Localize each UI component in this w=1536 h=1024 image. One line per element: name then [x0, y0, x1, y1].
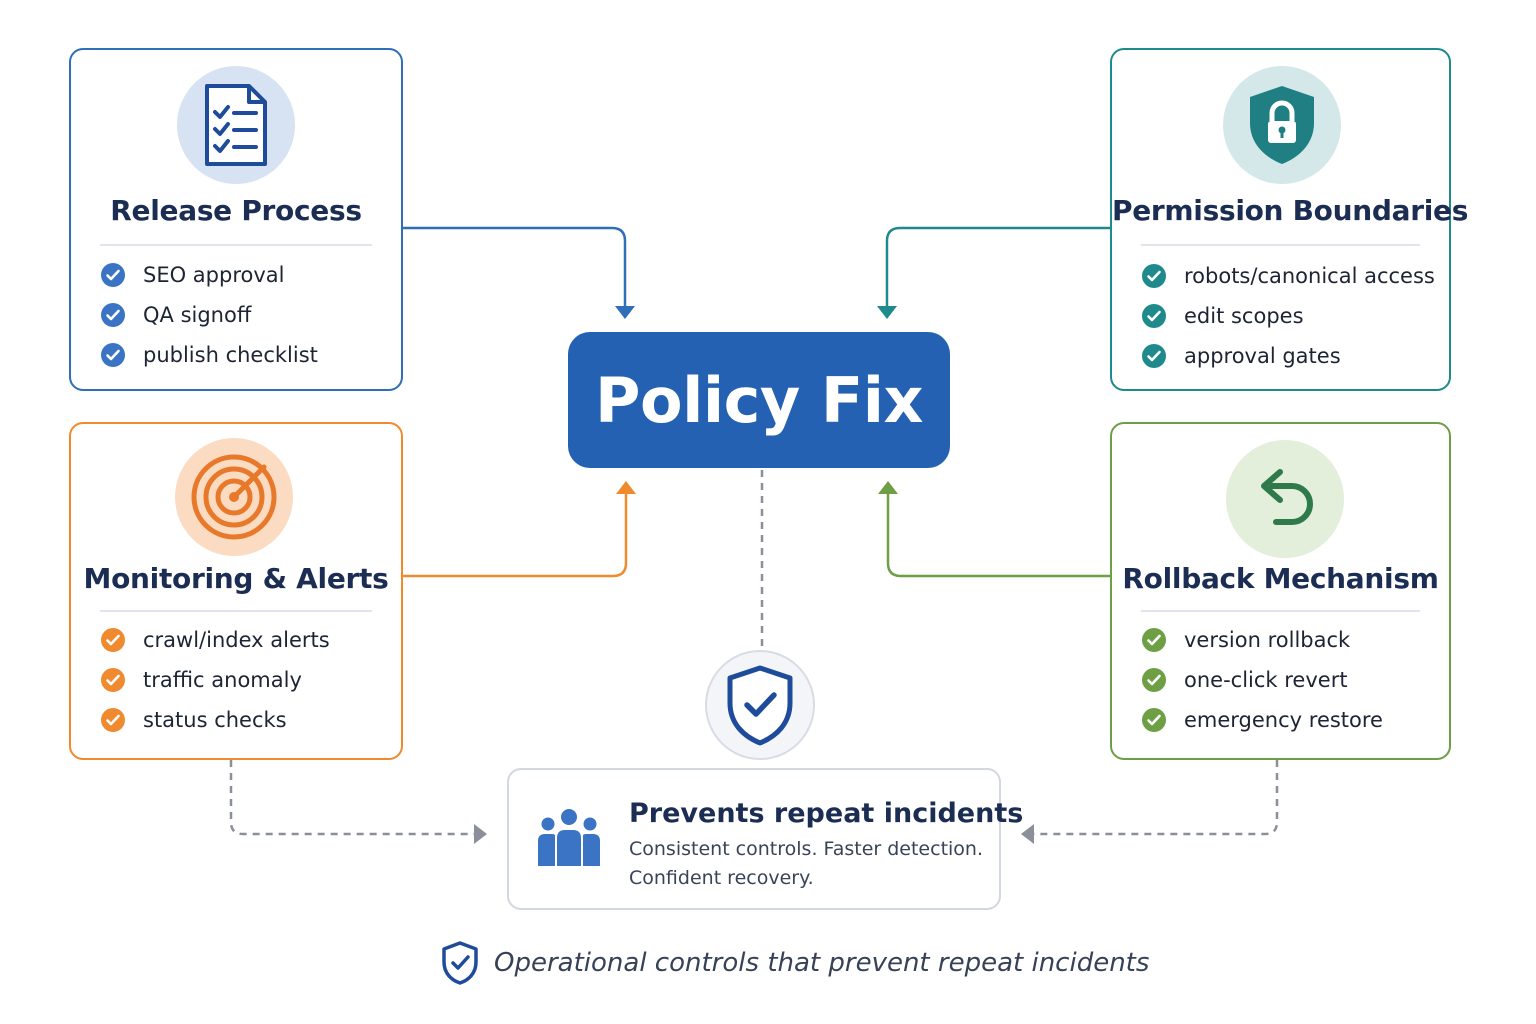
list-item-label: version rollback — [1184, 628, 1351, 652]
undo-arrow-icon — [1226, 440, 1344, 558]
card-title: Rollback Mechanism — [1122, 562, 1439, 595]
connector-monitoring — [403, 494, 628, 578]
arrowhead-monitoring-outcome — [474, 824, 487, 844]
card-item-list: crawl/index alerts traffic anomaly statu… — [101, 620, 391, 740]
check-circle-icon — [101, 263, 125, 287]
arrowhead-rollback-outcome — [1021, 824, 1034, 844]
list-item: approval gates — [1142, 336, 1439, 376]
check-circle-icon — [101, 343, 125, 367]
card-item-list: version rollback one-click revert emerge… — [1142, 620, 1439, 740]
divider — [100, 244, 372, 246]
list-item-label: QA signoff — [143, 303, 252, 327]
footer-caption: Operational controls that prevent repeat… — [440, 940, 1149, 986]
check-circle-icon — [1142, 708, 1166, 732]
arrowhead-permission — [877, 306, 897, 319]
shield-check-icon — [705, 650, 815, 760]
list-item: emergency restore — [1142, 700, 1439, 740]
shield-check-outline-icon — [442, 941, 478, 985]
list-item-label: status checks — [143, 708, 287, 732]
card-title: Monitoring & Alerts — [83, 562, 389, 595]
card-permission-boundaries: Permission Boundaries robots/canonical a… — [1110, 48, 1469, 391]
check-circle-icon — [101, 668, 125, 692]
list-item-label: traffic anomaly — [143, 668, 302, 692]
check-circle-icon — [1142, 628, 1166, 652]
list-item-label: emergency restore — [1184, 708, 1383, 732]
list-item-label: SEO approval — [143, 263, 285, 287]
list-item-label: edit scopes — [1184, 304, 1304, 328]
policy-fix-title: Policy Fix — [595, 363, 923, 437]
card-title: Release Process — [110, 194, 362, 227]
radar-icon — [175, 438, 293, 556]
card-release-process: Release Process SEO approval QA signoff … — [69, 48, 403, 391]
check-circle-icon — [1142, 304, 1166, 328]
shield-lock-icon — [1223, 66, 1341, 184]
check-circle-icon — [1142, 264, 1166, 288]
arrowhead-rollback — [878, 481, 898, 494]
list-item: crawl/index alerts — [101, 620, 391, 660]
check-circle-icon — [101, 708, 125, 732]
list-item: robots/canonical access — [1142, 256, 1439, 296]
list-item-label: publish checklist — [143, 343, 318, 367]
list-item-label: robots/canonical access — [1184, 264, 1435, 288]
list-item: QA signoff — [101, 295, 391, 335]
list-item: status checks — [101, 700, 391, 740]
connector-rollback — [886, 494, 1111, 578]
card-item-list: SEO approval QA signoff publish checklis… — [101, 255, 391, 375]
arrowhead-release — [615, 306, 635, 319]
list-item-label: crawl/index alerts — [143, 628, 330, 652]
footer-text: Operational controls that prevent repeat… — [494, 948, 1150, 978]
connector-release — [403, 226, 627, 306]
divider — [100, 610, 372, 612]
connector-monitoring-outcome — [229, 760, 474, 836]
outcome-description-line-1: Consistent controls. Faster detection. — [629, 838, 984, 860]
card-rollback-mechanism: Rollback Mechanism version rollback one-… — [1110, 422, 1451, 760]
list-item: one-click revert — [1142, 660, 1439, 700]
card-monitoring-alerts: Monitoring & Alerts crawl/index alerts t… — [69, 422, 403, 760]
connector-rollback-outcome — [1034, 760, 1279, 836]
list-item: traffic anomaly — [101, 660, 391, 700]
policy-fix-node: Policy Fix — [568, 332, 950, 468]
list-item-label: approval gates — [1184, 344, 1341, 368]
card-item-list: robots/canonical access edit scopes appr… — [1142, 256, 1439, 376]
check-circle-icon — [1142, 668, 1166, 692]
check-circle-icon — [101, 628, 125, 652]
list-item-label: one-click revert — [1184, 668, 1348, 692]
connector-permission — [885, 226, 1111, 306]
list-item: version rollback — [1142, 620, 1439, 660]
list-item: publish checklist — [101, 335, 391, 375]
checklist-document-icon — [177, 66, 295, 184]
list-item: edit scopes — [1142, 296, 1439, 336]
arrowhead-monitoring — [616, 481, 636, 494]
check-circle-icon — [1142, 344, 1166, 368]
divider — [1141, 244, 1420, 246]
check-circle-icon — [101, 303, 125, 327]
people-group-icon — [538, 809, 600, 866]
card-title: Permission Boundaries — [1112, 194, 1469, 227]
outcome-title: Prevents repeat incidents — [629, 798, 1024, 829]
outcome-card: Prevents repeat incidents Consistent con… — [507, 768, 1023, 910]
divider — [1141, 610, 1420, 612]
outcome-description-line-2: Confident recovery. — [629, 867, 814, 889]
list-item: SEO approval — [101, 255, 391, 295]
